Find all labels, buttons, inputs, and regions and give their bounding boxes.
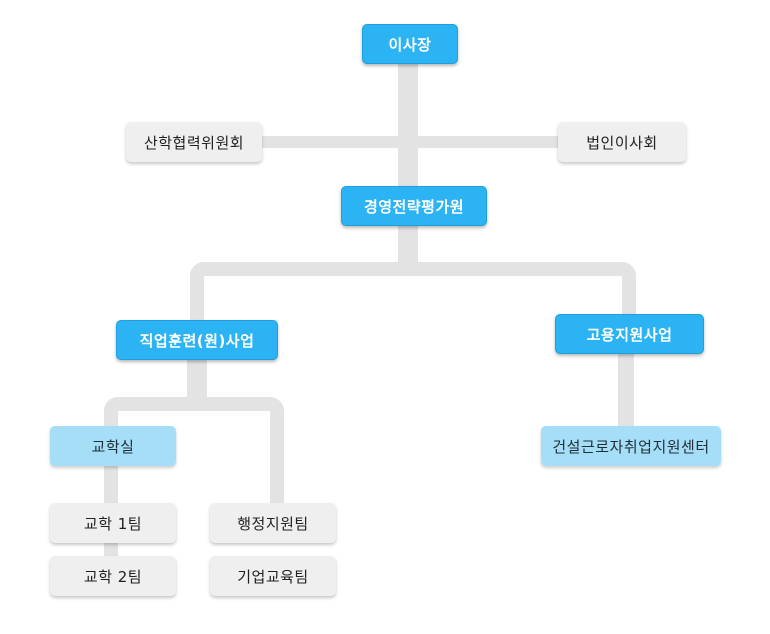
industry-committee-box[interactable]: 산학협력위원회 bbox=[126, 122, 262, 162]
chairman-box[interactable]: 이사장 bbox=[362, 24, 458, 64]
academic-office-box[interactable]: 교학실 bbox=[50, 426, 176, 466]
corporate-team-box[interactable]: 기업교육팀 bbox=[210, 556, 336, 596]
academic-team-2-box[interactable]: 교학 2팀 bbox=[50, 556, 176, 596]
employment-box[interactable]: 고용지원사업 bbox=[555, 314, 704, 354]
connector-vocational-down bbox=[187, 358, 207, 402]
board-box[interactable]: 법인이사회 bbox=[558, 122, 686, 162]
connector-committee-board bbox=[258, 136, 560, 148]
connector-chairman-strategy bbox=[398, 62, 418, 202]
admin-team-box[interactable]: 행정지원팀 bbox=[210, 503, 336, 543]
connector-branch-main bbox=[190, 262, 636, 320]
connector-employment-down bbox=[618, 350, 634, 430]
strategy-box[interactable]: 경영전략평가원 bbox=[341, 186, 487, 226]
construction-center-box[interactable]: 건설근로자취업지원센터 bbox=[541, 426, 721, 466]
academic-team-1-box[interactable]: 교학 1팀 bbox=[50, 503, 176, 543]
connector-strategy-down bbox=[398, 220, 418, 268]
vocational-box[interactable]: 직업훈련(원)사업 bbox=[116, 320, 278, 360]
